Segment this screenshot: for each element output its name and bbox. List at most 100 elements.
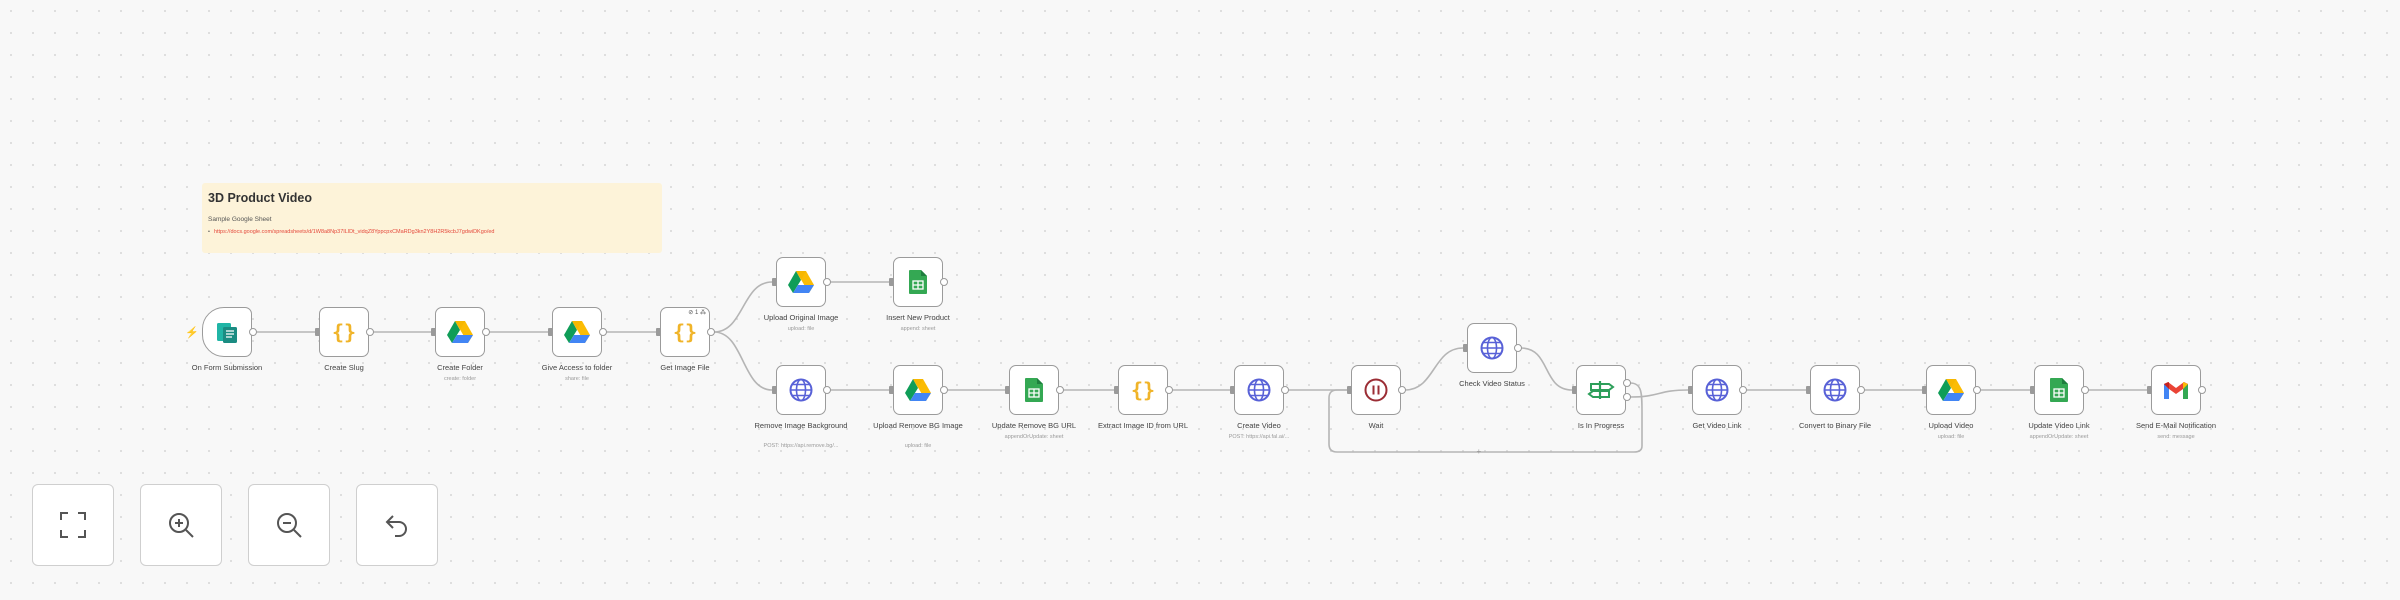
fit-view-icon [60,512,86,538]
input-handle[interactable] [431,328,437,336]
node-box[interactable] [776,257,826,307]
output-handle[interactable] [249,328,257,336]
input-handle[interactable] [1463,344,1469,352]
input-handle[interactable] [1230,386,1236,394]
output-handle-false[interactable] [1623,393,1631,401]
input-handle[interactable] [1005,386,1011,394]
node-check-video-status[interactable]: Check Video Status [1459,323,1525,388]
node-box[interactable]: {} [1118,365,1168,415]
input-handle[interactable] [772,386,778,394]
input-handle[interactable] [548,328,554,336]
node-on-form-submission[interactable]: ⚡On Form Submission [185,307,262,372]
node-extract-image-id-from-url[interactable]: {}Extract Image ID from URL [1098,365,1188,430]
output-handle[interactable] [940,278,948,286]
output-handle[interactable] [1398,386,1406,394]
zoom-out-button[interactable] [248,484,330,566]
node-label: Give Access to folder [541,363,613,372]
google-drive-icon [446,319,474,345]
node-is-in-progress[interactable]: Is In Progress [1572,365,1631,430]
node-box[interactable] [202,307,252,357]
output-handle[interactable] [823,278,831,286]
sticky-note[interactable]: 3D Product Video Sample Google Sheet •ht… [202,183,662,253]
edge-is-in-progress-to-get-video-link[interactable] [1629,389,1689,398]
node-subtitle: POST: https://api.fal.ai/... [1228,434,1290,440]
input-handle[interactable] [315,328,321,336]
node-label: Check Video Status [1459,379,1525,388]
input-handle[interactable] [1688,386,1694,394]
output-handle[interactable] [940,386,948,394]
node-box[interactable] [2151,365,2201,415]
edge-get-image-file-to-upload-original-image[interactable] [713,281,773,333]
node-box[interactable]: {} [319,307,369,357]
node-box[interactable] [893,365,943,415]
node-convert-to-binary-file[interactable]: Convert to Binary File [1799,365,1871,430]
sticky-note-link[interactable]: https://docs.google.com/spreadsheets/d/1… [213,229,495,235]
node-box[interactable] [776,365,826,415]
output-handle[interactable] [482,328,490,336]
output-handle[interactable] [1514,344,1522,352]
node-box[interactable] [552,307,602,357]
input-handle[interactable] [656,328,662,336]
node-box[interactable] [1009,365,1059,415]
node-box[interactable] [1351,365,1401,415]
node-get-video-link[interactable]: Get Video Link [1688,365,1747,430]
node-box[interactable] [2034,365,2084,415]
bullet-icon: • [208,229,210,235]
output-handle[interactable] [1739,386,1747,394]
node-get-image-file[interactable]: {}⊘ 1 ⁂Get Image File [656,307,715,372]
node-box[interactable]: {} [660,307,710,357]
zoom-in-button[interactable] [140,484,222,566]
output-handle-true[interactable] [1623,379,1631,387]
svg-text:{}: {} [1131,378,1155,402]
output-handle[interactable] [1056,386,1064,394]
reset-zoom-button[interactable] [356,484,438,566]
output-handle[interactable] [2198,386,2206,394]
output-handle[interactable] [1973,386,1981,394]
node-create-slug[interactable]: {}Create Slug [315,307,374,372]
node-label: Update Remove BG URL [991,421,1077,430]
input-handle[interactable] [1114,386,1120,394]
fit-view-button[interactable] [32,484,114,566]
node-wait[interactable]: Wait [1347,365,1406,430]
output-handle[interactable] [707,328,715,336]
edge-get-image-file-to-remove-image-background[interactable] [713,331,773,391]
output-handle[interactable] [1281,386,1289,394]
node-box[interactable] [1576,365,1626,415]
input-handle[interactable] [1806,386,1812,394]
input-handle[interactable] [772,278,778,286]
output-handle[interactable] [2081,386,2089,394]
input-handle[interactable] [1922,386,1928,394]
input-handle[interactable] [889,278,895,286]
input-handle[interactable] [2030,386,2036,394]
input-handle[interactable] [889,386,895,394]
output-handle[interactable] [599,328,607,336]
node-box[interactable] [435,307,485,357]
node-box[interactable] [1692,365,1742,415]
output-handle[interactable] [823,386,831,394]
input-handle[interactable] [1572,386,1578,394]
input-handle[interactable] [2147,386,2153,394]
node-box[interactable] [1467,323,1517,373]
node-label: Wait [1368,421,1384,430]
node-box[interactable] [1810,365,1860,415]
output-handle[interactable] [366,328,374,336]
output-handle[interactable] [1165,386,1173,394]
add-node-plus-icon[interactable]: + [1476,447,1482,456]
output-handle[interactable] [1857,386,1865,394]
node-box[interactable] [1234,365,1284,415]
node-box[interactable] [1926,365,1976,415]
input-handle[interactable] [1347,386,1353,394]
node-box[interactable] [893,257,943,307]
